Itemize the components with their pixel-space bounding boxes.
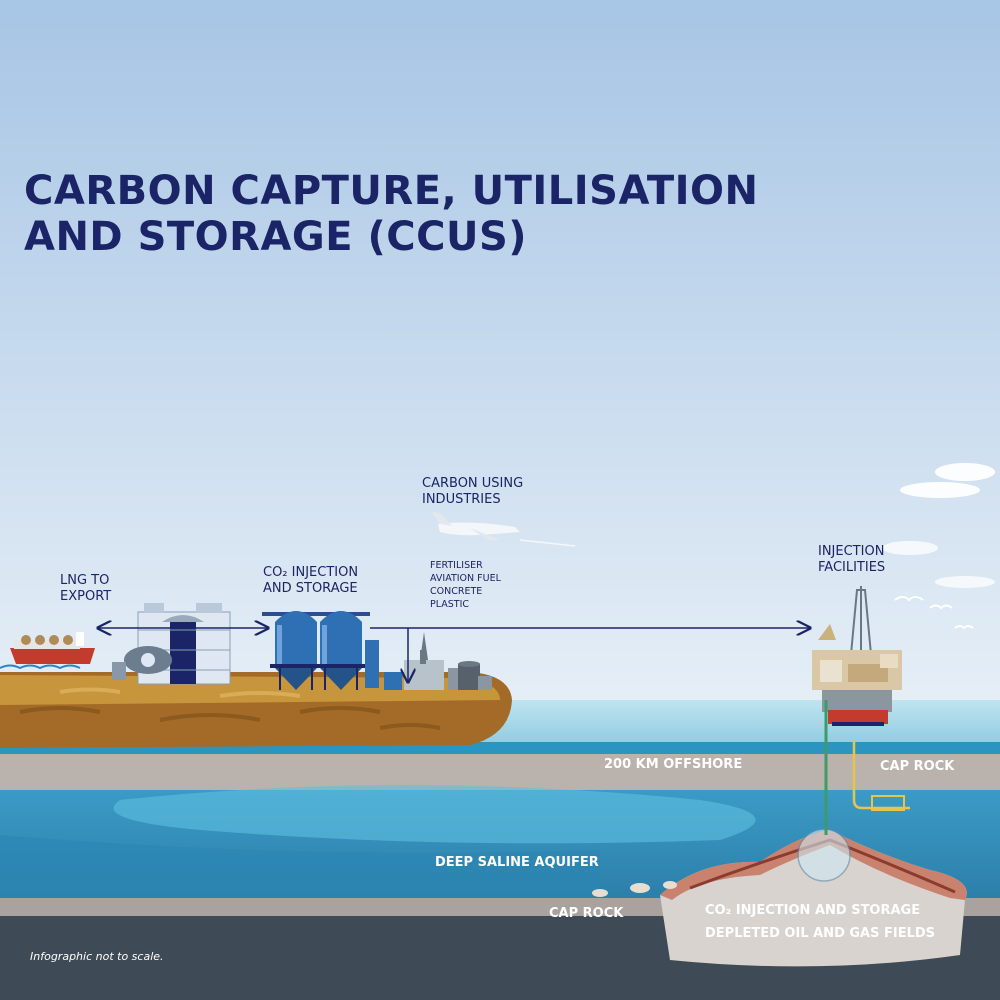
offshore-distance-label: 200 KM OFFSHORE xyxy=(604,757,743,772)
rocks xyxy=(592,881,677,897)
co2-injection-storage-label: CO₂ INJECTION AND STORAGE xyxy=(705,903,921,918)
industry-fertiliser: FERTILISER xyxy=(430,560,483,571)
deep-saline-aquifer-label: DEEP SALINE AQUIFER xyxy=(435,855,599,870)
oil-platform-icon xyxy=(812,586,902,726)
industry-aviation-fuel: AVIATION FUEL xyxy=(430,573,501,584)
injection-facilities-label: INJECTION FACILITIES xyxy=(818,544,886,575)
page-title: CARBON CAPTURE, UTILISATION AND STORAGE … xyxy=(24,168,759,260)
depleted-fields-label: DEPLETED OIL AND GAS FIELDS xyxy=(705,926,936,941)
lng-export-label: LNG TO EXPORT xyxy=(60,573,112,604)
cap-rock-right-label: CAP ROCK xyxy=(880,759,955,774)
footnote: Infographic not to scale. xyxy=(30,950,164,963)
industry-list: FERTILISER AVIATION FUEL CONCRETE PLASTI… xyxy=(430,559,501,611)
carbon-industries-label: CARBON USING INDUSTRIES xyxy=(422,476,524,507)
waves xyxy=(0,664,81,670)
cloud-icon xyxy=(882,463,995,588)
sky xyxy=(0,0,1000,730)
flow-arrows xyxy=(98,628,810,682)
lng-ship-icon xyxy=(10,632,95,664)
cap-rock-upper xyxy=(0,754,1000,790)
cap-rock-left-label: CAP ROCK xyxy=(549,906,624,921)
depleted-gas-field xyxy=(660,828,967,967)
bird-icon xyxy=(894,596,974,630)
airplane-icon xyxy=(432,512,576,547)
industry-concrete: CONCRETE xyxy=(430,586,483,597)
co2-storage-onshore-label: CO₂ INJECTION AND STORAGE xyxy=(263,565,359,596)
industry-plastic: PLASTIC xyxy=(430,599,470,610)
storage-silo-icon xyxy=(262,611,379,690)
injection-pipe xyxy=(824,700,910,835)
